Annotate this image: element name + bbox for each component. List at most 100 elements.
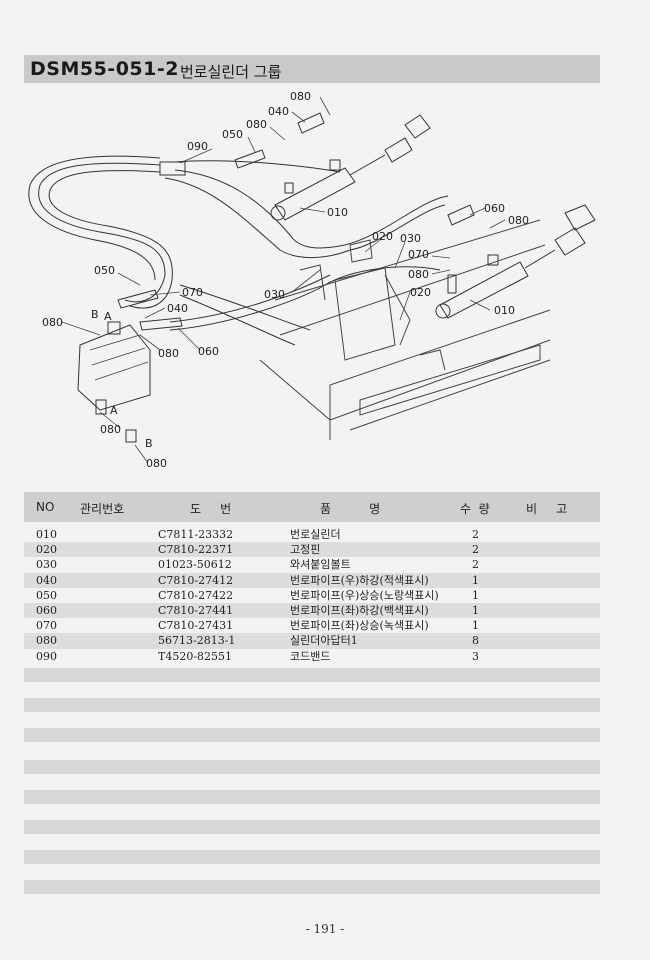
cell-name: 번로실린더 (290, 528, 341, 541)
cell-part-no: C7810-22371 (158, 543, 234, 557)
cell-part-no: C7810-27412 (158, 573, 234, 587)
leader-lines (61, 96, 506, 464)
empty-band (24, 698, 600, 712)
cylinder-lower (435, 204, 596, 319)
cell-name: 코드밴드 (290, 649, 331, 663)
cell-name: 번로파이프(우)하강(적색표시) (290, 573, 429, 587)
cell-no: 030 (36, 558, 57, 572)
cell-name: 와셔붙임볼트 (290, 558, 351, 572)
cell-qty: 2 (472, 528, 479, 541)
callout: 030 (264, 288, 285, 301)
header-drawing-no: 도 번 (190, 502, 232, 516)
title-bar (24, 55, 600, 83)
callout: 070 (408, 248, 429, 261)
assembly-diagram: 080 040 080 050 090 010 060 080 020 030 … (28, 90, 596, 470)
cell-name: 고정핀 (290, 543, 321, 557)
callout: 010 (494, 304, 515, 317)
cell-name: 번로파이프(우)상승(노랑색표시) (290, 588, 439, 602)
callout-labels: 080 040 080 050 090 010 060 080 020 030 … (42, 90, 529, 470)
cell-part-no: C7810-27431 (158, 619, 234, 633)
table-row: 080 56713-2813-1 실린더아답터1 8 (24, 633, 600, 649)
callout: 010 (327, 206, 348, 219)
cell-qty: 3 (472, 649, 479, 663)
callout: 080 (290, 90, 311, 103)
cell-qty: 1 (472, 603, 479, 617)
cell-no: 060 (36, 603, 57, 617)
table-row: 030 01023-50612 와셔붙임볼트 2 (24, 557, 600, 572)
callout: 080 (100, 423, 121, 436)
table-row: 090 T4520-82551 코드밴드 3 (24, 649, 600, 664)
port-letter: B (91, 308, 99, 321)
empty-band (24, 668, 600, 682)
table-header: NO 관리번호 도 번 품 명 수 량 비 고 (24, 492, 600, 522)
empty-band (24, 728, 600, 742)
callout: 080 (158, 347, 179, 360)
empty-band (24, 880, 600, 894)
table-row: 040 C7810-27412 번로파이프(우)하강(적색표시) 1 (24, 572, 600, 588)
empty-band (24, 760, 600, 774)
page-number: - 191 - (305, 922, 345, 936)
cell-name: 번로파이프(좌)하강(백색표시) (290, 603, 429, 617)
callout: 050 (222, 128, 243, 141)
table-row: 050 C7810-27422 번로파이프(우)상승(노랑색표시) 1 (24, 588, 600, 603)
cell-name: 실린더아답터1 (290, 634, 358, 648)
callout: 060 (198, 345, 219, 358)
cell-no: 020 (36, 543, 57, 557)
callout: 070 (182, 286, 203, 299)
hose-fittings (117, 112, 475, 331)
empty-band (24, 820, 600, 834)
table-row: 070 C7810-27431 번로파이프(좌)상승(녹색표시) 1 (24, 618, 600, 633)
port-letter: A (104, 310, 112, 323)
cell-no: 010 (36, 528, 57, 541)
empty-band (24, 850, 600, 864)
cell-qty: 8 (472, 634, 479, 648)
header-mgmt-no: 관리번호 (80, 502, 125, 516)
callout: 020 (410, 286, 431, 299)
group-name: 번로실린더 그룹 (180, 63, 282, 81)
table-row: 060 C7810-27441 번로파이프(좌)하강(백색표시) 1 (24, 602, 600, 619)
table-row: 010 C7811-23332 번로실린더 2 (24, 527, 600, 542)
cell-qty: 1 (472, 573, 479, 587)
group-code: DSM55-051-2 (30, 58, 179, 80)
cell-no: 090 (36, 649, 57, 663)
parts-table: 010 C7811-23332 번로실린더 2 020 C7810-22371 … (24, 527, 600, 664)
port-letter: B (145, 437, 153, 450)
callout: 080 (42, 316, 63, 329)
cell-no: 040 (36, 573, 57, 587)
port-letter: A (110, 404, 118, 417)
cell-part-no: 01023-50612 (158, 558, 232, 572)
callout: 040 (268, 105, 289, 118)
header-no: NO (36, 500, 55, 514)
callout: 080 (246, 118, 267, 131)
cell-qty: 1 (472, 588, 479, 602)
cell-qty: 2 (472, 558, 479, 572)
empty-band (24, 790, 600, 804)
cell-qty: 2 (472, 543, 479, 557)
cell-no: 080 (36, 634, 57, 648)
callout: 020 (372, 230, 393, 243)
header-qty: 수 량 (460, 502, 490, 516)
control-valve (77, 321, 151, 443)
callout: 030 (400, 232, 421, 245)
callout: 080 (408, 268, 429, 281)
cell-part-no: C7810-27441 (158, 603, 234, 617)
header-part-name: 품 명 (320, 502, 381, 516)
cylinder-upper (270, 114, 431, 221)
cell-no: 050 (36, 588, 57, 602)
cell-no: 070 (36, 619, 57, 633)
header-remark: 비 고 (526, 502, 568, 516)
cell-name: 번로파이프(좌)상승(녹색표시) (290, 619, 429, 633)
table-row: 020 C7810-22371 고정핀 2 (24, 542, 600, 558)
cell-part-no: T4520-82551 (158, 649, 233, 663)
callout: 050 (94, 264, 115, 277)
frame-structure (259, 219, 551, 440)
callout: 090 (187, 140, 208, 153)
callout: 080 (146, 457, 167, 470)
cell-part-no: C7811-23332 (158, 528, 234, 541)
cell-qty: 1 (472, 619, 479, 633)
cell-part-no: 56713-2813-1 (158, 634, 236, 648)
callout: 040 (167, 302, 188, 315)
callout: 080 (508, 214, 529, 227)
callout: 060 (484, 202, 505, 215)
cell-part-no: C7810-27422 (158, 588, 234, 602)
